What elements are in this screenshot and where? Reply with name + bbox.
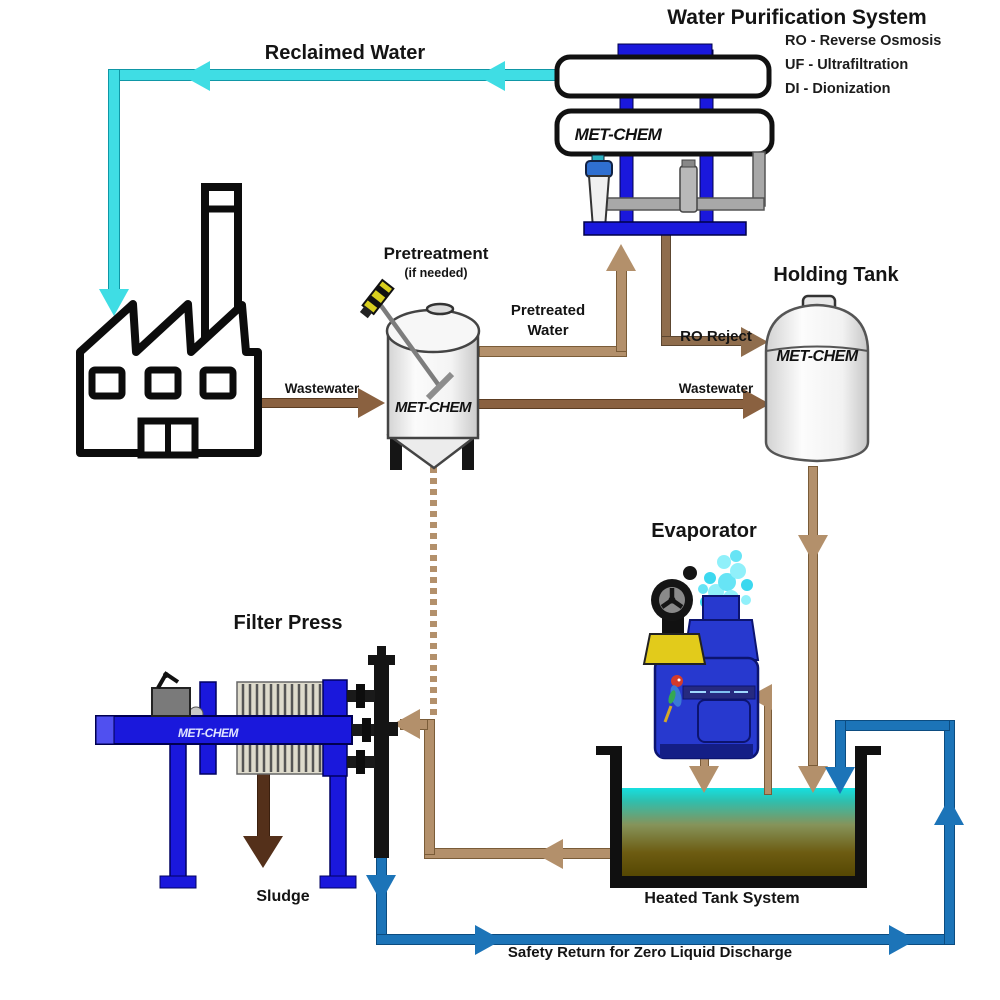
blower-base (642, 633, 707, 665)
factory-window-2 (144, 366, 182, 400)
pipe-safety-into-heated (835, 720, 846, 772)
mixer-shaft (375, 298, 442, 389)
pretreatment-cap (425, 302, 455, 316)
arrow-safety-right-2 (889, 925, 916, 955)
arrow-safety-right-1 (475, 925, 502, 955)
filter-housing-body (587, 175, 611, 229)
label-holding-tank: Holding Tank (773, 264, 899, 286)
label-pretreatment-note: (if needed) (404, 266, 468, 280)
filter-press: MET-CHEM (95, 646, 398, 889)
pipe-pretreatment-to-press-dotted (430, 467, 437, 719)
pipe-safety-return-top (835, 720, 950, 731)
evaporator-parrot-logo (663, 675, 683, 723)
pipe-safety-return-right-vertical (944, 720, 955, 945)
arrow-safety-up (934, 798, 964, 825)
arrow-safety-into-heated (825, 767, 855, 794)
press-hydraulic-unit (151, 671, 191, 717)
factory-window-3 (199, 366, 237, 400)
pipe-heated-to-press-vertical (424, 719, 435, 855)
press-manifold (347, 646, 398, 858)
arrow-ro-reject-into-tank (741, 327, 768, 357)
di-cartridge-cap (681, 159, 696, 168)
mixer-motor (359, 278, 395, 319)
label-wastewater-holding: Wastewater (678, 381, 754, 396)
press-beam-cap (95, 715, 115, 745)
press-foot-right (319, 875, 357, 889)
purification-system: MET-CHEM (554, 43, 775, 236)
evaporator-panel (697, 699, 751, 743)
legend-di: DI - Dionization (785, 81, 891, 97)
label-ro-reject: RO Reject (680, 328, 752, 345)
heated-tank-floor (610, 876, 867, 888)
arrow-holding-down-mid (798, 535, 828, 562)
heated-tank-wall-left (610, 746, 622, 888)
mixer-paddle (425, 371, 455, 401)
evaporator-base-band (660, 744, 753, 758)
pipe-wastewater-holding (478, 399, 746, 409)
holding-tank-body (764, 303, 870, 463)
label-reclaimed-water: Reclaimed Water (264, 42, 426, 64)
label-pretreatment: Pretreatment (383, 244, 489, 263)
blower-knob (683, 566, 697, 580)
heated-tank-liquid (622, 788, 856, 880)
legend-uf: UF - Ultrafiltration (785, 57, 909, 73)
arrow-sludge-down (243, 836, 283, 868)
press-foot-left (159, 875, 197, 889)
arrow-holding-into-heated (798, 766, 828, 793)
label-pretreated-water-2: Water (527, 322, 569, 339)
filter-housing-cap (585, 160, 613, 178)
label-sludge: Sludge (256, 888, 310, 905)
legend-ro: RO - Reverse Osmosis (785, 33, 942, 49)
label-filter-press: Filter Press (233, 612, 343, 634)
factory-icon (76, 183, 262, 459)
pipe-pretreated-horizontal (479, 346, 627, 357)
pretreatment-tank: MET-CHEM (359, 278, 481, 470)
arrow-safety-down-left (366, 875, 396, 902)
arrow-evaporator-into-heated (689, 766, 719, 793)
metchem-logo-purification: MET-CHEM (575, 125, 663, 144)
arrow-reclaimed-left-1 (183, 61, 210, 91)
purification-base (583, 221, 747, 236)
press-beam (95, 715, 353, 745)
holding-tank-seam (765, 345, 869, 352)
diagram-title: Water Purification System (667, 6, 927, 29)
heated-tank-lip-left (596, 746, 622, 755)
membrane-vessel-top (554, 54, 772, 99)
arrow-heated-to-press (536, 839, 563, 869)
label-safety-return: Safety Return for Zero Liquid Discharge (507, 944, 793, 961)
metchem-logo-pretreatment: MET-CHEM (395, 399, 472, 416)
arrow-reclaimed-left-2 (478, 61, 505, 91)
label-heated-tank: Heated Tank System (644, 890, 800, 907)
evaporator (642, 550, 760, 760)
di-cartridge (679, 165, 698, 213)
metchem-logo-holding: MET-CHEM (776, 348, 859, 365)
pipe-ro-reject-vertical (661, 233, 671, 345)
evaporator-neck (702, 595, 740, 623)
heated-tank-wall-right (855, 746, 867, 888)
label-evaporator: Evaporator (651, 520, 757, 542)
arrow-wastewater-into-pretreatment (358, 388, 385, 418)
label-wastewater-factory: Wastewater (284, 381, 360, 396)
pipe-heated-to-press-horizontal (424, 848, 620, 859)
pipe-wastewater-factory (258, 398, 360, 408)
membrane-vessel-bottom (554, 108, 775, 157)
label-pretreated-water-1: Pretreated (510, 302, 586, 319)
metchem-logo-press: MET-CHEM (178, 726, 240, 740)
factory-window-1 (88, 366, 126, 400)
arrow-pretreated-up (606, 244, 636, 271)
pipe-holding-to-heated (808, 466, 818, 766)
holding-tank: MET-CHEM (764, 294, 870, 463)
heated-tank-lip-right (855, 746, 881, 755)
press-leg-left (169, 741, 187, 881)
